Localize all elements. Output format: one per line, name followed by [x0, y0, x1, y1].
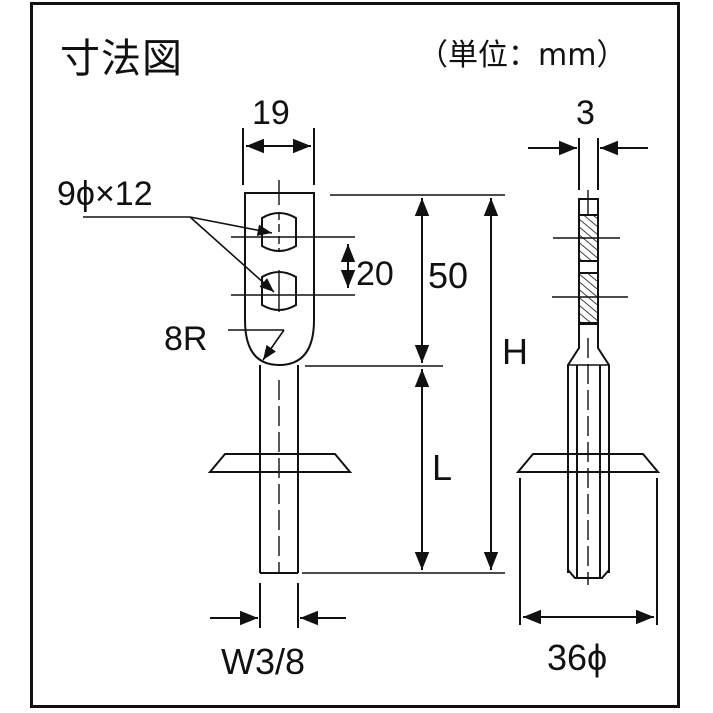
width-dim-label: 19: [252, 94, 290, 132]
total-height-label: H: [502, 331, 528, 372]
shank-length-label: L: [432, 447, 452, 488]
head-length-label: 50: [428, 255, 468, 296]
thickness-dim-label: 3: [576, 94, 595, 132]
thread-size-label: W3/8: [221, 641, 305, 682]
washer-diameter-label: 36ϕ: [547, 637, 607, 678]
drawing-title: 寸法図: [60, 36, 183, 82]
unit-label: （単位：mm）: [418, 38, 627, 73]
drawing-frame: [30, 2, 680, 708]
hole-pitch-label: 20: [356, 255, 394, 293]
hole-size-label: 9ϕ×12: [57, 175, 153, 213]
radius-label: 8R: [164, 320, 207, 358]
front-view: [83, 128, 505, 628]
side-view: [515, 138, 661, 625]
